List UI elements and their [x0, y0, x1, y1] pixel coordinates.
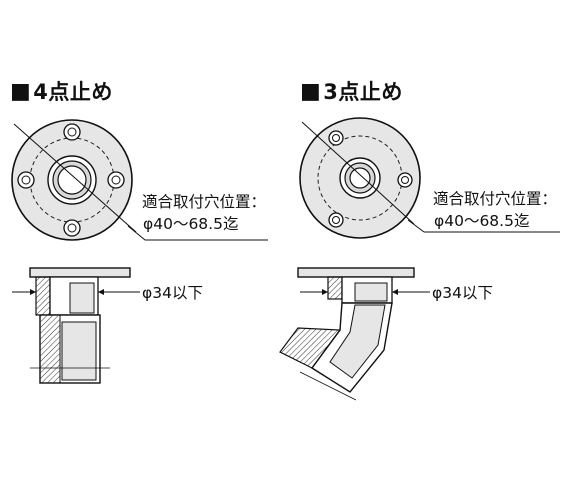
- three-point-heading-text: 3点止め: [323, 80, 403, 104]
- bolt-hole: [63, 123, 81, 141]
- bolt-hole: [107, 171, 125, 189]
- four-point-heading: ■ 4点止め: [10, 76, 113, 106]
- bolt-hole: [63, 219, 81, 237]
- four-point-heading-text: 4点止め: [33, 80, 113, 104]
- three-point-hole-label-line2: φ40〜68.5迄: [434, 212, 530, 230]
- three-point-elbow-side-view: [279, 267, 430, 401]
- heading-square-marker: ■: [10, 78, 32, 104]
- four-point-pipe-label: φ34以下: [142, 284, 203, 302]
- three-point-heading: ■ 3点止め: [300, 76, 403, 106]
- heading-square-marker: ■: [300, 78, 322, 104]
- three-point-pipe-label: φ34以下: [432, 284, 493, 302]
- four-point-hole-label-line2: φ40〜68.5迄: [143, 215, 239, 233]
- four-point-hole-label-line1: 適合取付穴位置：: [142, 193, 267, 211]
- bolt-hole: [328, 130, 344, 146]
- four-point-flange-top-view: [11, 119, 268, 241]
- three-point-hole-label-line1: 適合取付穴位置：: [433, 190, 558, 208]
- three-point-flange-top-view: [299, 117, 560, 239]
- bolt-hole: [17, 171, 35, 189]
- four-point-fitting-side-view: [12, 267, 140, 384]
- bolt-hole: [328, 212, 344, 228]
- bolt-hole: [397, 172, 413, 188]
